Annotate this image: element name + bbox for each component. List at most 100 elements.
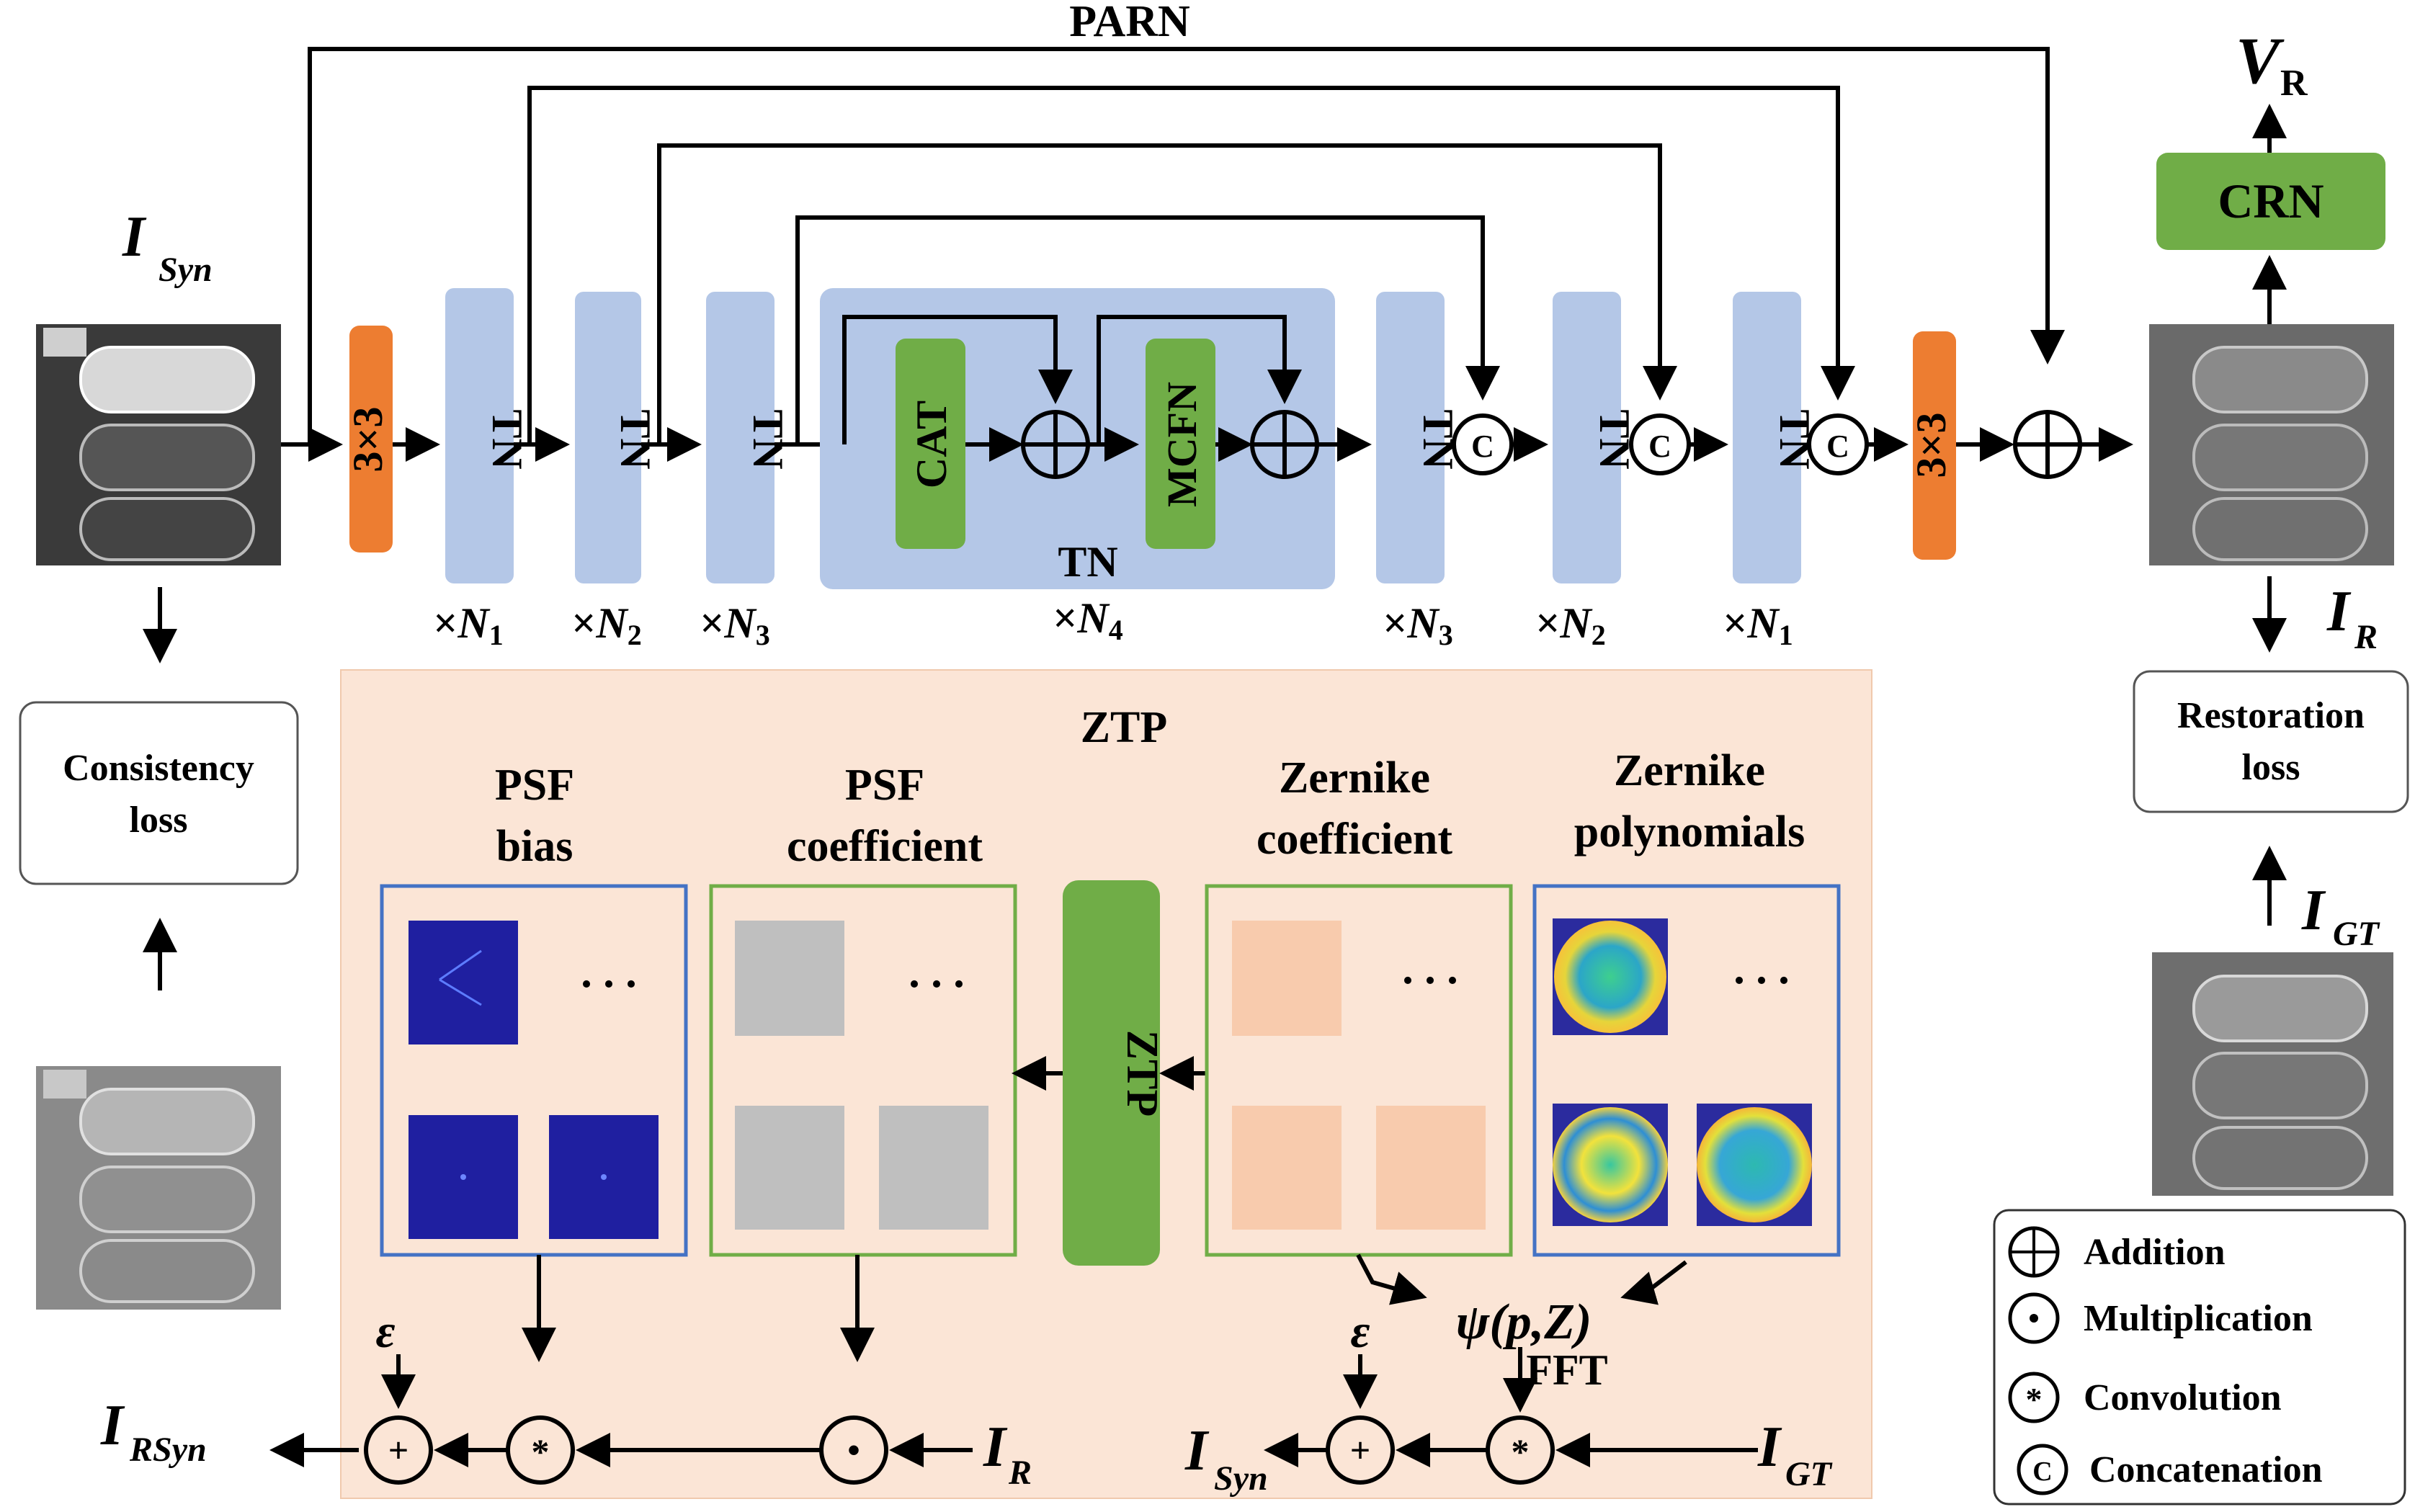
psf-bias-frame: . . . <box>380 884 688 1257</box>
svg-text:C: C <box>2032 1457 2052 1487</box>
svg-text:×N2: ×N2 <box>571 599 642 651</box>
svg-text:Zernike: Zernike <box>1614 746 1765 795</box>
add-symbol-out <box>2013 410 2082 479</box>
ztp-block: ZTP <box>1063 880 1166 1266</box>
svg-text:TN: TN <box>612 409 659 469</box>
svg-text:C: C <box>1471 429 1494 464</box>
svg-text:I: I <box>100 1394 125 1457</box>
svg-text:CAT: CAT <box>908 401 955 488</box>
svg-text:ε: ε <box>375 1305 395 1358</box>
i-syn-sub: Syn <box>159 251 213 289</box>
legend: Addition Multiplication * Convolution C … <box>1993 1209 2406 1506</box>
crn-block: CRN <box>2156 153 2385 250</box>
svg-text:PSF: PSF <box>495 761 574 810</box>
legend-concatenation: C Concatenation <box>2017 1444 2323 1495</box>
legend-convolution: * Convolution <box>2008 1372 2282 1423</box>
svg-text:I: I <box>1184 1419 1210 1482</box>
i-r-input-label: I R <box>983 1415 1032 1492</box>
input-image-syn: I Syn <box>36 205 281 565</box>
concat-symbol-3: C <box>1807 413 1869 475</box>
svg-text:bias: bias <box>496 822 573 871</box>
i-syn-label: I <box>122 205 147 269</box>
svg-text:MCFN: MCFN <box>1159 382 1205 507</box>
i-syn-output-label: I Syn <box>1184 1419 1268 1498</box>
consistency-loss-box: Consistency loss <box>19 701 299 885</box>
legend-multiplication: Multiplication <box>2008 1292 2313 1344</box>
svg-text:GT: GT <box>2333 915 2380 953</box>
svg-text:+: + <box>1350 1430 1371 1470</box>
add-symbol-1 <box>1021 410 1090 479</box>
parn-title: PARN <box>1069 0 1190 46</box>
decoder-conv-3x3: 3×3 <box>1908 331 1956 560</box>
svg-text:×N2: ×N2 <box>1535 599 1606 651</box>
svg-text:Restoration: Restoration <box>2177 695 2365 736</box>
svg-text:*: * <box>532 1431 550 1472</box>
tn-block-dec-n3: TN <box>1376 292 1462 583</box>
svg-text:TN: TN <box>1058 538 1117 586</box>
tn-block-n2: TN <box>575 292 659 583</box>
svg-text:coefficient: coefficient <box>1256 815 1452 864</box>
svg-text:CRN: CRN <box>2218 174 2324 228</box>
zernike-polynomials-frame: . . . <box>1532 884 1841 1257</box>
svg-text:ε: ε <box>1350 1305 1370 1358</box>
svg-text:Zernike: Zernike <box>1279 753 1430 802</box>
cat-block: CAT <box>896 339 965 549</box>
svg-text:R: R <box>1008 1454 1032 1492</box>
svg-text:ZTP: ZTP <box>1117 1030 1166 1117</box>
svg-text:R: R <box>2354 618 2378 656</box>
svg-text:×N4: ×N4 <box>1053 594 1123 646</box>
svg-text:I: I <box>2326 580 2352 643</box>
svg-text:loss: loss <box>2242 747 2300 788</box>
svg-text:RSyn: RSyn <box>129 1431 207 1469</box>
svg-text:coefficient: coefficient <box>787 822 983 871</box>
encoder-conv-3x3: 3×3 <box>344 326 393 553</box>
skip-connections <box>308 47 2065 444</box>
svg-text:+: + <box>388 1430 409 1470</box>
svg-text:Syn: Syn <box>1214 1459 1268 1498</box>
rsyn-image <box>36 1066 281 1310</box>
plus-symbol-left: + <box>364 1415 433 1485</box>
svg-text:×N3: ×N3 <box>700 599 770 651</box>
svg-text:Consistency: Consistency <box>63 748 254 789</box>
gt-image <box>2152 952 2393 1196</box>
svg-text:Convolution: Convolution <box>2084 1377 2282 1418</box>
legend-addition: Addition <box>2008 1226 2226 1278</box>
svg-text:I: I <box>1757 1415 1782 1479</box>
svg-text:loss: loss <box>130 800 188 841</box>
svg-text:×N1: ×N1 <box>1723 599 1793 651</box>
i-rsyn-label: I RSyn <box>100 1394 207 1469</box>
star-symbol-left: * <box>506 1415 575 1485</box>
svg-text:*: * <box>2026 1381 2043 1418</box>
concat-symbol-1: C <box>1452 413 1514 475</box>
psf-coefficient-frame: . . . <box>709 884 1017 1257</box>
svg-text:. . .: . . . <box>909 948 965 997</box>
concat-symbol-2: C <box>1629 413 1691 475</box>
svg-text:ZTP: ZTP <box>1081 703 1168 752</box>
svg-text:V: V <box>2236 24 2285 97</box>
svg-text:R: R <box>2280 63 2308 104</box>
svg-text:FFT: FFT <box>1526 1346 1607 1394</box>
svg-text:3×3: 3×3 <box>1908 412 1955 478</box>
svg-text:C: C <box>1826 429 1849 464</box>
output-image-r <box>2149 324 2394 565</box>
plus-symbol-right: + <box>1326 1415 1395 1485</box>
svg-text:. . .: . . . <box>581 948 637 997</box>
svg-text:C: C <box>1648 429 1671 464</box>
svg-text:GT: GT <box>1785 1455 1833 1493</box>
svg-text:I: I <box>2301 879 2326 942</box>
i-r-label: I R <box>2326 580 2378 656</box>
tn-block-dec-n2: TN <box>1553 292 1638 583</box>
svg-text:polynomials: polynomials <box>1574 808 1805 856</box>
svg-text:I: I <box>983 1415 1008 1479</box>
star-symbol-right: * <box>1486 1415 1555 1485</box>
i-gt-label: I GT <box>2301 879 2380 953</box>
mcfn-block: MCFN <box>1146 339 1215 549</box>
zernike-coefficient-frame: . . . <box>1205 884 1513 1257</box>
svg-text:PSF: PSF <box>845 761 924 810</box>
svg-text:ψ(p,Z): ψ(p,Z) <box>1456 1294 1592 1350</box>
svg-text:. . .: . . . <box>1402 944 1458 993</box>
repetition-labels: ×N1 ×N2 ×N3 ×N4 ×N3 ×N2 ×N1 <box>433 594 1793 651</box>
tn-block-n3: TN <box>706 292 792 583</box>
svg-text:3×3: 3×3 <box>344 406 391 472</box>
